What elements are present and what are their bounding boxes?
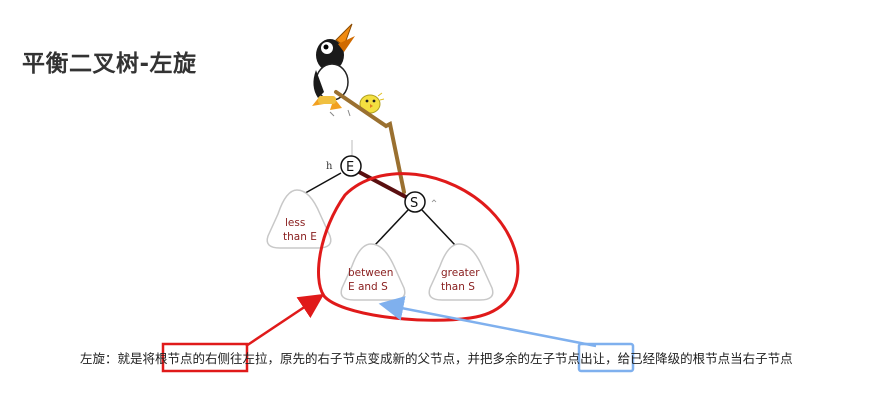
subtree-left-line1: less bbox=[285, 217, 305, 229]
node-s-label: S bbox=[410, 196, 418, 211]
red-arrow bbox=[245, 293, 325, 348]
caption: 左旋：就是将根节点的右侧往左拉，原先的右子节点变成新的父节点，并把多余的左子节点… bbox=[80, 348, 793, 367]
subtree-greater-than-s bbox=[428, 243, 494, 301]
subtree-less-than-e bbox=[266, 189, 332, 249]
cartoon-bird-icon bbox=[312, 23, 355, 110]
red-highlight-box bbox=[161, 342, 249, 373]
caption-pre: 左旋：就是将 bbox=[80, 351, 156, 366]
rope bbox=[334, 90, 406, 194]
blue-highlight-box bbox=[577, 342, 635, 373]
edge-e-s bbox=[358, 170, 407, 199]
subtree-middle-line1: between bbox=[348, 267, 393, 279]
yellow-chick-icon bbox=[359, 92, 385, 114]
edge-e-left bbox=[299, 172, 342, 197]
blue-arrow bbox=[378, 296, 597, 348]
height-label: h bbox=[326, 161, 333, 172]
subtree-between-e-and-s bbox=[340, 243, 406, 301]
node-e-label: E bbox=[346, 160, 354, 175]
edge-s-right bbox=[421, 209, 456, 246]
red-highlight-ellipse bbox=[317, 172, 520, 322]
subtree-right-line1: greater bbox=[441, 267, 480, 279]
node-e bbox=[340, 155, 362, 177]
caption-highlight-blue: 左子节点 bbox=[530, 351, 581, 366]
subtree-left-line2: than E bbox=[283, 231, 317, 243]
subtree-right-line2: than S bbox=[441, 281, 475, 293]
caption-mid: 侧往左拉，原先的右子节点变成新的父节点，并把多余的 bbox=[217, 351, 531, 366]
caption-highlight-red: 根节点的右 bbox=[155, 351, 218, 366]
subtree-middle-line2: E and S bbox=[348, 281, 388, 293]
node-s bbox=[404, 191, 426, 213]
page-title: 平衡二叉树-左旋 bbox=[22, 51, 197, 77]
edge-s-middle bbox=[374, 209, 409, 246]
caption-post: 出让，给已经降级的根节点当右子节点 bbox=[580, 351, 793, 366]
